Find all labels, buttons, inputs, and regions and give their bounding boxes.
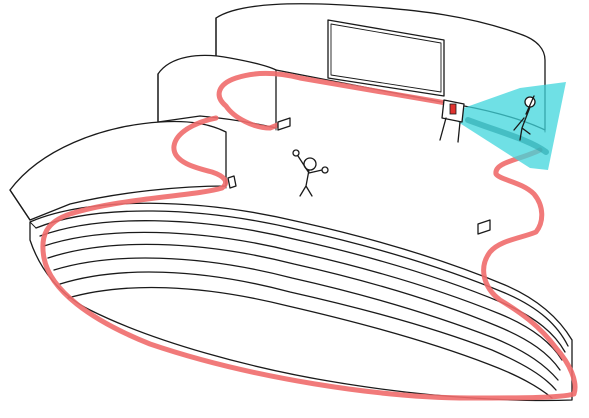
presenter-figure [293, 150, 328, 196]
device-icon-left-wall [278, 118, 290, 130]
tiered-seating [30, 203, 572, 400]
projector-stand [440, 100, 464, 142]
device-icon-right-floor [478, 220, 490, 234]
device-icon-mid-wall [228, 176, 236, 188]
